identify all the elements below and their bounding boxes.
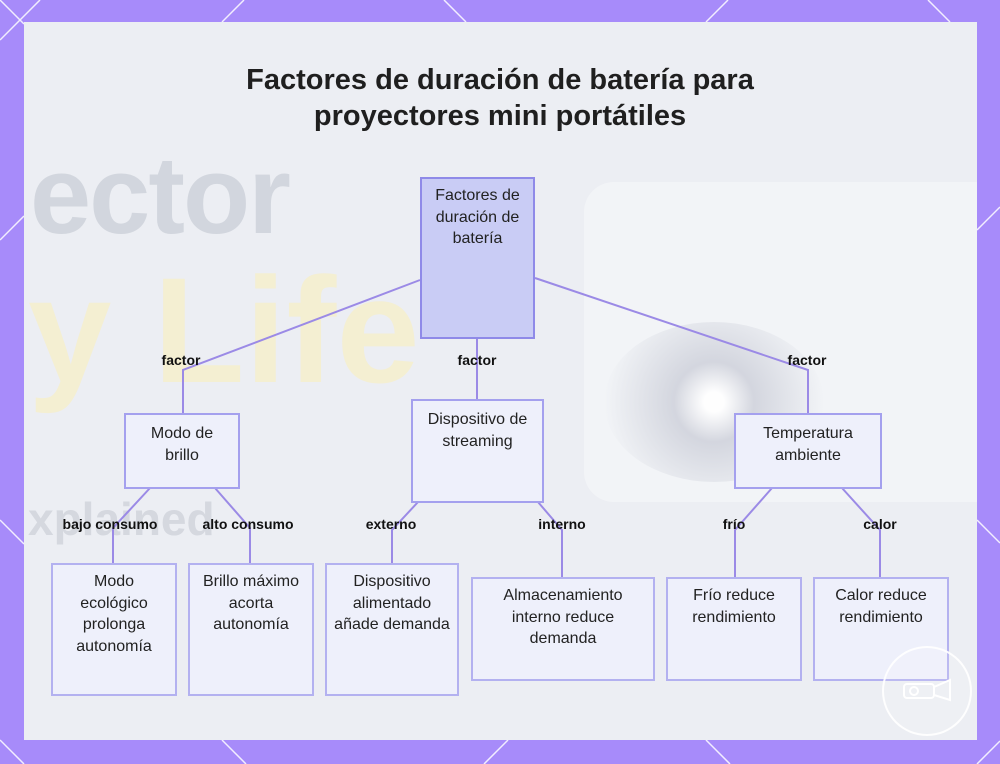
node-ambient-temperature: Temperatura ambiente [734, 413, 882, 489]
diagram-title: Factores de duración de batería para pro… [0, 62, 1000, 134]
projector-logo [882, 646, 972, 736]
edge-streaming-internal [537, 501, 563, 577]
node-eco-mode: Modo ecológico prolonga autonomía [51, 563, 177, 696]
edge-label-root-brightness: factor [161, 352, 201, 368]
edge-brightness-eco [112, 487, 151, 563]
node-root: Factores de duración de batería [420, 177, 535, 339]
edge-brightness-max [214, 487, 251, 563]
edge-label-low-consumption: bajo consumo [62, 516, 158, 532]
edge-label-heat: calor [863, 516, 897, 532]
node-internal-storage: Almacenamiento interno reduce demanda [471, 577, 655, 681]
edge-label-high-consumption: alto consumo [202, 516, 294, 532]
edge-streaming-external [391, 501, 419, 563]
node-streaming-device: Dispositivo de streaming [411, 399, 544, 503]
background-text-1: ector [30, 134, 291, 257]
node-powered-device: Dispositivo alimentado añade demanda [325, 563, 459, 696]
projector-icon [903, 678, 951, 702]
edge-root-temperature [534, 277, 809, 413]
edge-label-cold: frío [722, 516, 746, 532]
edge-label-root-streaming: factor [457, 352, 497, 368]
title-line-2: proyectores mini portátiles [313, 100, 687, 132]
edge-label-root-temperature: factor [787, 352, 827, 368]
edge-label-external: externo [365, 516, 417, 532]
node-brightness-mode: Modo de brillo [124, 413, 240, 489]
edge-temperature-heat [841, 487, 881, 577]
edge-label-internal: interno [538, 516, 586, 532]
node-max-brightness: Brillo máximo acorta autonomía [188, 563, 314, 696]
edge-root-brightness [182, 279, 421, 413]
edge-temperature-cold [734, 487, 773, 577]
node-cold: Frío reduce rendimiento [666, 577, 802, 681]
title-line-1: Factores de duración de batería para [246, 64, 754, 96]
background-text-2: y Life [28, 246, 420, 414]
